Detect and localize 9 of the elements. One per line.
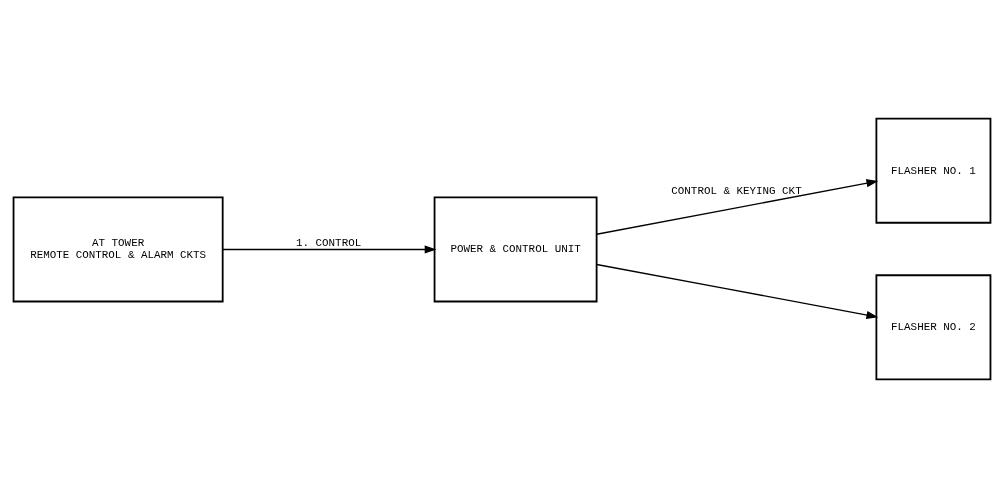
node-box: POWER & CONTROL UNIT (433, 196, 597, 303)
edge-label: CONTROL & KEYING CKT (670, 184, 802, 197)
edge-label: 1. CONTROL (295, 237, 361, 250)
node-box: FLASHER NO. 1 (875, 117, 991, 224)
arrow (595, 179, 878, 235)
arrow (595, 263, 878, 320)
node-box: FLASHER NO. 2 (875, 274, 991, 381)
arrow (221, 245, 436, 254)
node-box: AT TOWER REMOTE CONTROL & ALARM CKTS (12, 196, 224, 303)
